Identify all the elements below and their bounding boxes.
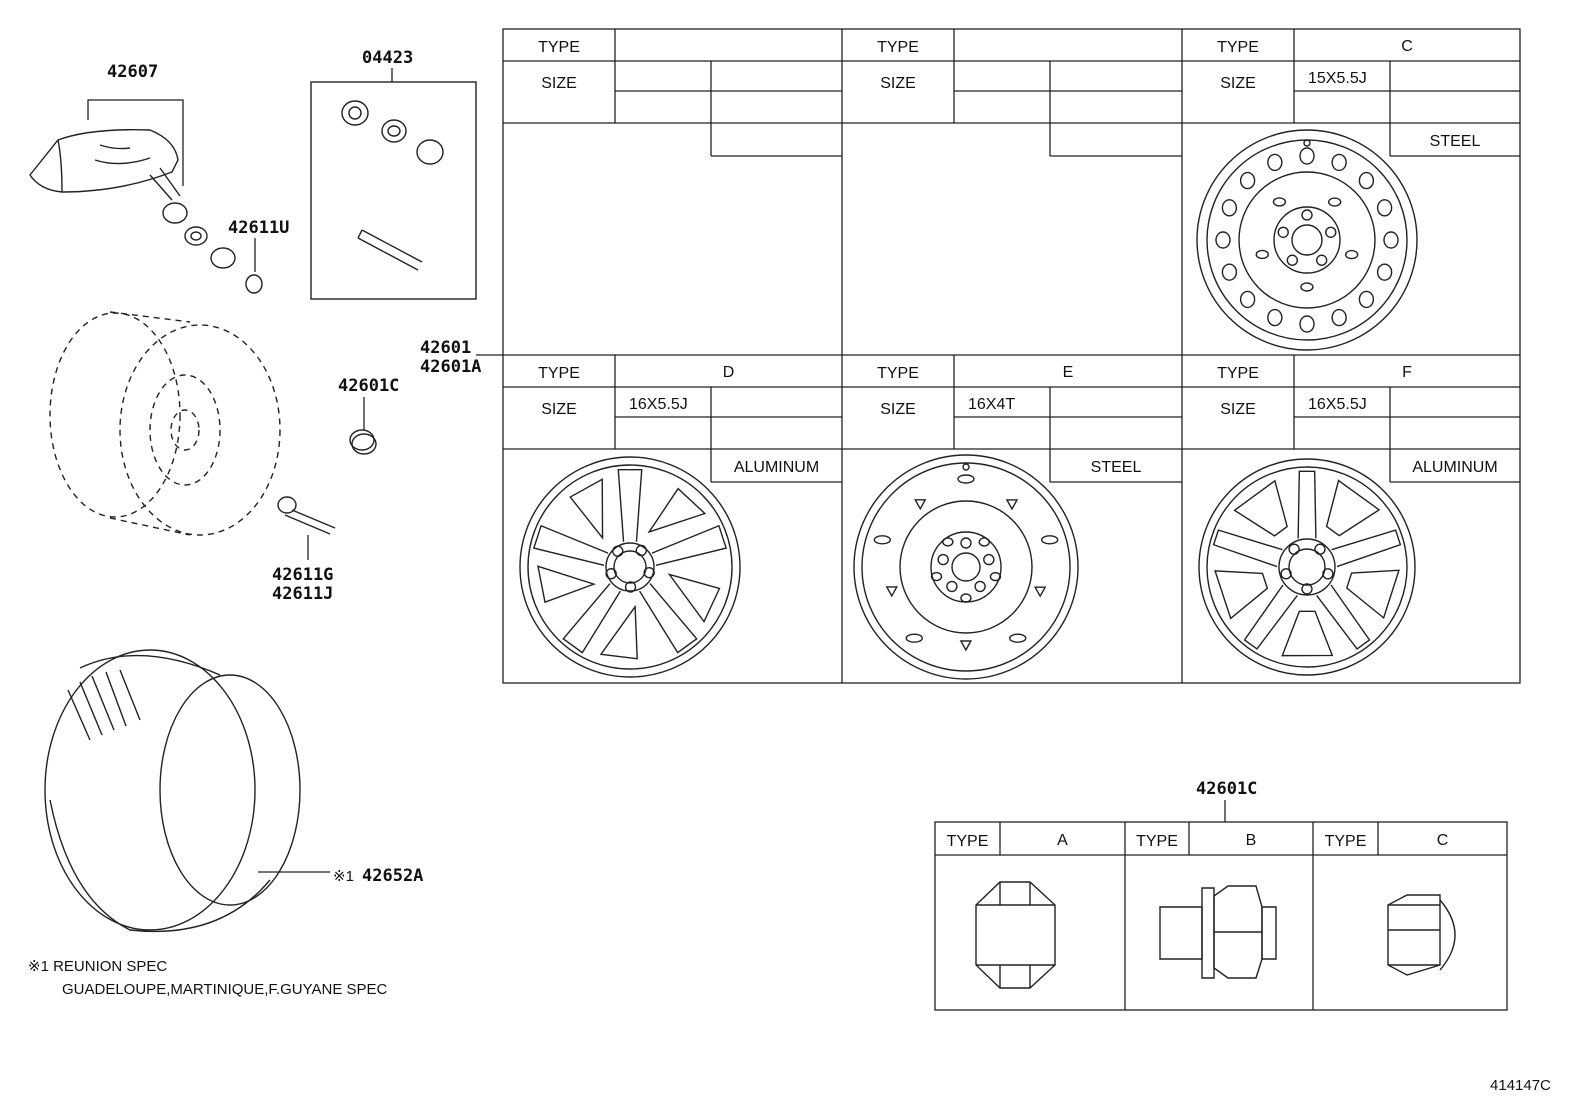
wheel-cell: TYPE SIZE	[503, 29, 842, 157]
wheel-type-table	[502, 28, 1521, 684]
tire-spec-mark: ※1	[333, 868, 354, 885]
nut-type-b-illustration	[1160, 886, 1276, 978]
wheel-size-label: SIZE	[541, 401, 577, 418]
wheel-f-aluminum-illustration	[1199, 459, 1415, 675]
wheel-material-value: ALUMINUM	[734, 459, 819, 476]
wheel-part-number-2[interactable]: 42601A	[420, 357, 481, 377]
wheel-part-number-group: 42601 42601A	[420, 338, 503, 377]
wheel-size-label: SIZE	[1220, 75, 1256, 92]
nut-cell: TYPE A	[947, 832, 1069, 850]
wheel-cells: TYPESIZETYPESIZETYPESIZEC15X5.5JSTEELTYP…	[503, 29, 1520, 483]
wheel-type-value: E	[1063, 364, 1074, 381]
spec-notes: ※1 REUNION SPEC GUADELOUPE,MARTINIQUE,F.…	[28, 958, 388, 998]
note-line-2: GUADELOUPE,MARTINIQUE,F.GUYANE SPEC	[62, 981, 388, 998]
wheel-d-aluminum-illustration	[520, 457, 740, 677]
nut-type-value: B	[1246, 832, 1257, 849]
catalog-code: 414147C	[1490, 1077, 1551, 1094]
tire-group: ※1 42652A	[45, 650, 423, 931]
nut-type-a-illustration	[976, 882, 1055, 988]
wheel-size-value: 16X5.5J	[1308, 396, 1367, 413]
wheel-type-value: F	[1402, 364, 1412, 381]
wheel-cell: TYPE SIZE E 16X4T STEEL	[842, 355, 1182, 483]
nut-type-label: TYPE	[1325, 833, 1367, 850]
wheel-type-label: TYPE	[1217, 365, 1259, 382]
wheel-material-value: STEEL	[1091, 459, 1142, 476]
lug-nut-illustration	[350, 430, 376, 454]
wheel-part-number-1[interactable]: 42601	[420, 338, 471, 358]
wheel-cell: TYPE SIZE C 15X5.5J STEEL	[1182, 29, 1520, 157]
wheel-type-label: TYPE	[877, 365, 919, 382]
nut-type-value: A	[1057, 832, 1068, 849]
wheel-c-steel-illustration	[1197, 130, 1417, 350]
nut-cell: TYPE B	[1136, 832, 1256, 850]
wheel-c-lug-holes	[1256, 198, 1357, 291]
nut-cell: TYPE C	[1325, 832, 1449, 850]
wheel-outline-illustration	[50, 312, 280, 535]
nut-cells: TYPE A TYPE B TYPE C	[947, 832, 1449, 850]
sensor-part-number[interactable]: 42607	[107, 62, 158, 82]
wheel-e-steel-illustration	[854, 455, 1078, 679]
wheel-type-label: TYPE	[538, 365, 580, 382]
wheel-size-value: 16X5.5J	[629, 396, 688, 413]
nut-part-number[interactable]: 42601C	[338, 376, 399, 396]
nut-type-label: TYPE	[947, 833, 989, 850]
wheel-size-label: SIZE	[880, 401, 916, 418]
tire-pressure-sensor-group: 42607 42611U	[30, 62, 289, 293]
valve-kit-illustration	[342, 101, 443, 270]
wheel-size-value: 16X4T	[968, 396, 1015, 413]
wheel-size-value: 15X5.5J	[1308, 70, 1367, 87]
nut-type-table	[934, 821, 1508, 1011]
wheel-cell: TYPE SIZE	[842, 29, 1182, 157]
tire-illustration	[45, 650, 300, 931]
wheel-material-value: STEEL	[1430, 133, 1481, 150]
nut-table-title-group: 42601C	[1196, 779, 1257, 822]
tire-part-number[interactable]: 42652A	[362, 866, 423, 886]
valve-kit-group: 04423	[310, 48, 477, 300]
nut-type-value: C	[1437, 832, 1449, 849]
wheel-size-label: SIZE	[1220, 401, 1256, 418]
wheel-type-label: TYPE	[538, 39, 580, 56]
note-line-1: ※1 REUNION SPEC	[28, 958, 167, 975]
wheel-type-value: D	[723, 364, 735, 381]
wheel-cell: TYPE SIZE F 16X5.5J ALUMINUM	[1182, 355, 1520, 483]
tire-valve-illustration	[278, 497, 335, 534]
wheel-c-vent-holes	[1216, 148, 1398, 332]
valve-kit-part-number[interactable]: 04423	[362, 48, 413, 68]
wheel-d-spokes	[534, 470, 726, 659]
wheel-type-value: C	[1401, 38, 1413, 55]
wheel-e-details	[874, 475, 1057, 650]
nut-and-valve-group: 42601C 42611G 42611J	[272, 376, 399, 604]
wheel-size-label: SIZE	[880, 75, 916, 92]
wheel-f-spokes	[1214, 471, 1401, 655]
valve-part-number-1[interactable]: 42611G	[272, 565, 333, 585]
nut-type-c-illustration	[1388, 895, 1455, 975]
nut-type-label: TYPE	[1136, 833, 1178, 850]
valve-part-number-2[interactable]: 42611J	[272, 584, 333, 604]
wheel-type-label: TYPE	[877, 39, 919, 56]
sensor-illustration	[30, 130, 262, 293]
wheel-type-label: TYPE	[1217, 39, 1259, 56]
nut-table-part-number[interactable]: 42601C	[1196, 779, 1257, 799]
wheel-material-value: ALUMINUM	[1412, 459, 1497, 476]
wheel-cell: TYPE SIZE D 16X5.5J ALUMINUM	[503, 355, 842, 483]
wheel-size-label: SIZE	[541, 75, 577, 92]
cap-part-number[interactable]: 42611U	[228, 218, 289, 238]
